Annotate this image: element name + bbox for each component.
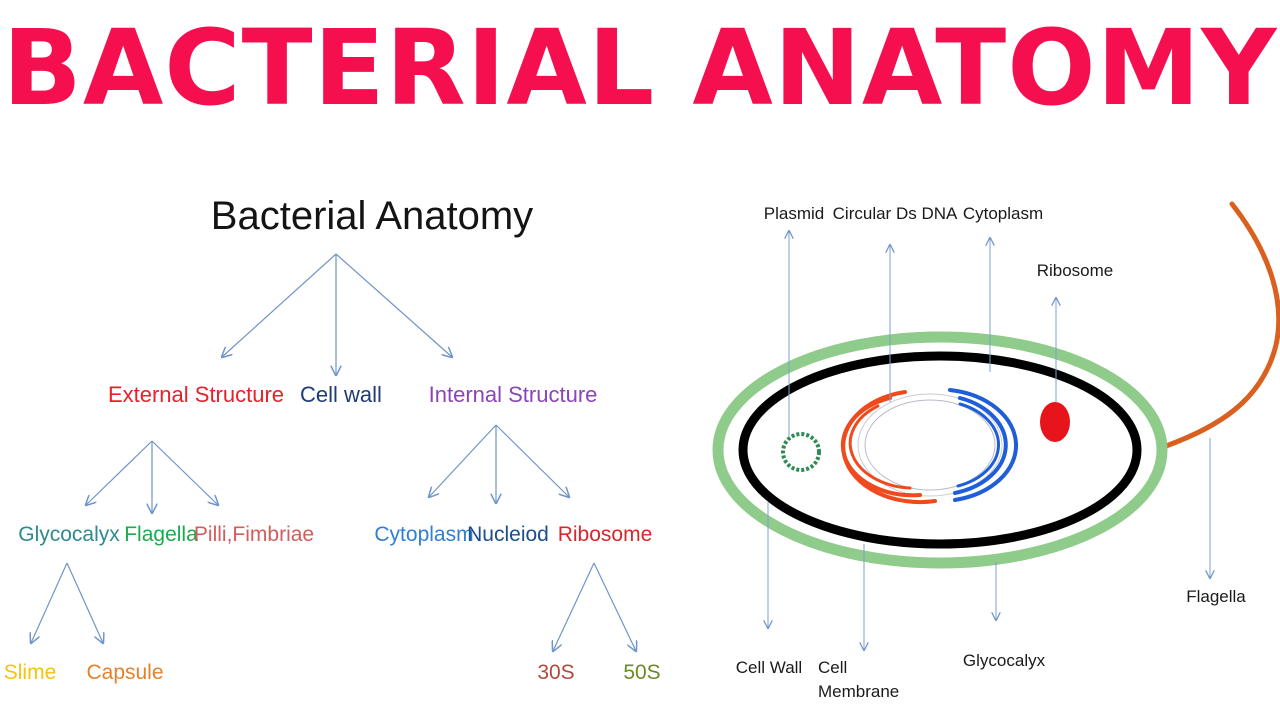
50s-label: 50S	[623, 661, 660, 684]
30s-label: 30S	[537, 661, 574, 684]
flagella-cell-label: Flagella	[1186, 587, 1246, 606]
root-arrows	[222, 253, 452, 375]
cell-wall-ring	[738, 351, 1142, 549]
cell-membrane-label-line2: Membrane	[818, 682, 899, 701]
ribosome-cell-label: Ribosome	[1037, 261, 1114, 280]
cytoplasm-cell-label: Cytoplasm	[963, 204, 1043, 223]
ribosome-arrows	[553, 562, 636, 651]
ribosome-dot	[1040, 402, 1070, 442]
glycocalyx-label: Glycocalyx	[18, 523, 120, 546]
cell-membrane-label-line1: Cell	[818, 658, 847, 677]
tree-root-label: Bacterial Anatomy	[211, 194, 533, 238]
internal-arrows	[429, 424, 569, 503]
cytoplasm-label: Cytoplasm	[374, 523, 473, 546]
glycocalyx-cell-label: Glycocalyx	[963, 651, 1046, 670]
external-structure-label: External Structure	[108, 382, 284, 407]
plasmid-shape	[781, 432, 821, 472]
cell-wall-cell-label: Cell Wall	[736, 658, 802, 677]
pointer-lines	[768, 231, 1210, 650]
dna-rings	[857, 393, 1003, 497]
cell-wall-label: Cell wall	[300, 382, 382, 407]
slime-label: Slime	[4, 661, 57, 684]
pilli-fimbriae-label: Pilli,Fimbriae	[194, 523, 314, 546]
glycocalyx-ring	[712, 331, 1168, 569]
capsule-label: Capsule	[86, 661, 163, 684]
internal-structure-label: Internal Structure	[429, 382, 598, 407]
dna-red-strands	[840, 390, 937, 505]
page-title: BACTERIAL ANATOMY	[2, 7, 1278, 129]
nucleiod-label: Nucleiod	[467, 523, 549, 546]
ribosome-label: Ribosome	[558, 523, 653, 546]
circular-dna-label: Circular Ds DNA	[833, 204, 958, 223]
plasmid-label: Plasmid	[764, 204, 824, 223]
flagella-label: Flagella	[124, 523, 198, 546]
flagellum-shape	[1163, 201, 1280, 449]
glycocalyx-arrows	[31, 562, 103, 643]
dna-blue-strands	[948, 388, 1019, 502]
external-arrows	[86, 440, 218, 513]
